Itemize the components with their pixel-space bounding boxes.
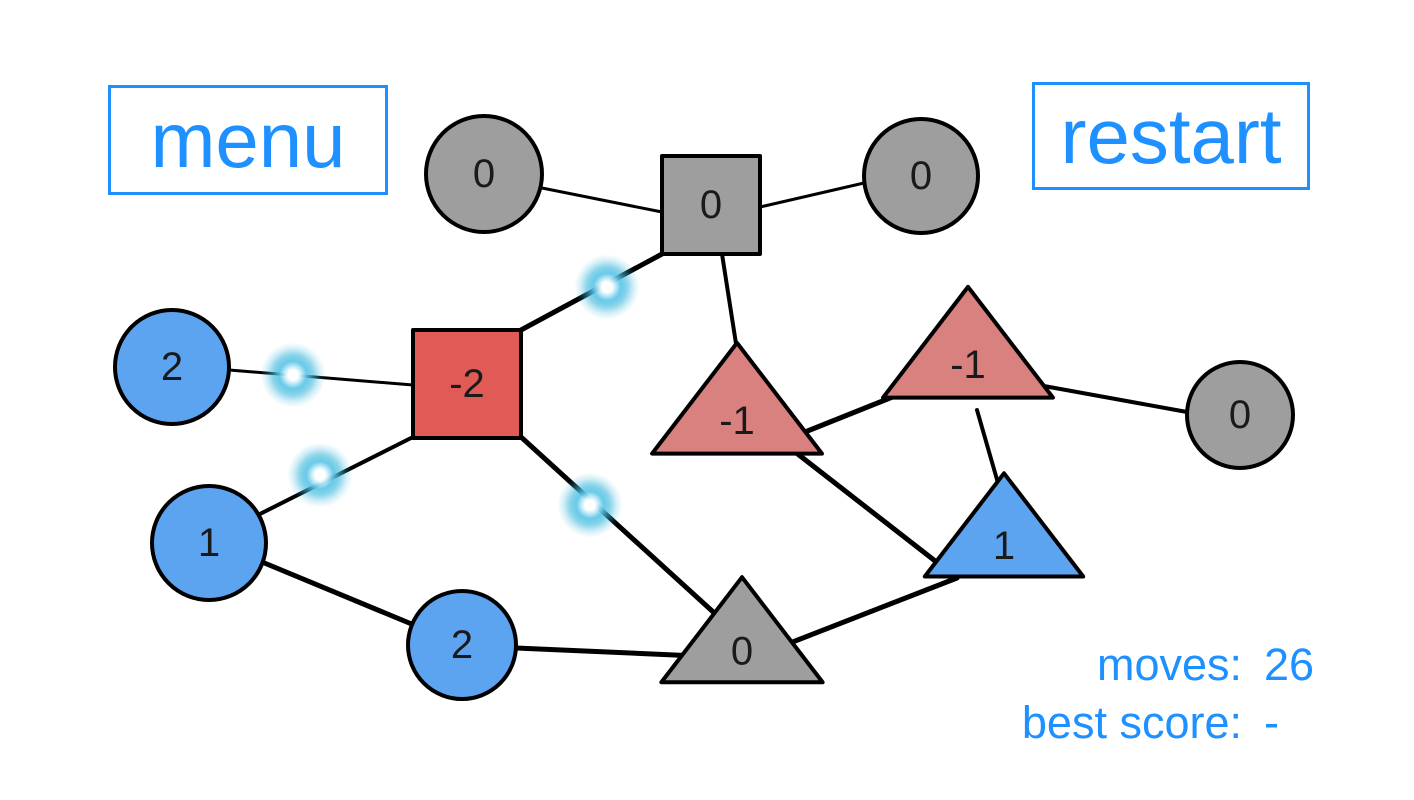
edge-n2-n6[interactable]: [720, 252, 739, 352]
node-shape-circle[interactable]: [424, 114, 544, 234]
edge-n2-n3[interactable]: [758, 181, 866, 209]
node-n6-triangle[interactable]: -1: [650, 340, 824, 456]
edge-n5-n12[interactable]: [518, 434, 725, 623]
node-n1-circle[interactable]: 0: [424, 114, 544, 234]
best-score-value: -: [1264, 696, 1279, 748]
node-shape-circle[interactable]: [862, 117, 980, 235]
edge-n9-n11[interactable]: [259, 559, 417, 628]
moves-label: moves:: [1096, 639, 1242, 690]
node-n9-circle[interactable]: 1: [150, 484, 268, 602]
glow-core-g2: [287, 369, 299, 381]
node-shape-circle[interactable]: [1185, 360, 1295, 470]
restart-button[interactable]: restart: [1032, 82, 1310, 190]
node-shape-triangle[interactable]: [659, 575, 825, 685]
edges-layer: [227, 181, 1189, 659]
edge-n12-n10[interactable]: [787, 575, 960, 646]
node-n12-triangle[interactable]: 0: [659, 575, 825, 685]
node-n7-triangle[interactable]: -1: [881, 284, 1055, 400]
node-shape-triangle[interactable]: [922, 471, 1086, 579]
node-n10-triangle[interactable]: 1: [922, 471, 1086, 579]
moves-value: 26: [1264, 639, 1315, 690]
moves-row: moves: 26: [1022, 636, 1336, 694]
node-shape-triangle[interactable]: [881, 284, 1055, 400]
node-n4-circle[interactable]: 2: [113, 308, 231, 426]
node-shape-square[interactable]: [660, 154, 762, 256]
node-shape-triangle[interactable]: [650, 340, 824, 456]
glow-core-g1: [601, 281, 613, 293]
best-score-label: best score:: [1021, 696, 1242, 748]
edge-n11-n12[interactable]: [513, 645, 700, 659]
node-n5-square[interactable]: -2: [411, 328, 523, 440]
best-score-row: best score: -: [1022, 694, 1336, 752]
node-shape-square[interactable]: [411, 328, 523, 440]
edge-n1-n2[interactable]: [540, 186, 664, 214]
node-n2-square[interactable]: 0: [660, 154, 762, 256]
node-shape-circle[interactable]: [113, 308, 231, 426]
node-n3-circle[interactable]: 0: [862, 117, 980, 235]
edge-n7-n8[interactable]: [1020, 380, 1189, 414]
glow-core-g4: [584, 499, 596, 511]
node-shape-circle[interactable]: [406, 589, 518, 701]
edge-n6-n10[interactable]: [787, 445, 960, 581]
node-shape-circle[interactable]: [150, 484, 268, 602]
node-n8-circle[interactable]: 0: [1185, 360, 1295, 470]
edge-n7-n10[interactable]: [975, 408, 1002, 492]
score-panel: moves: 26 best score: -: [1022, 636, 1336, 751]
glow-markers-layer: [260, 254, 640, 538]
glow-core-g3: [314, 469, 326, 481]
menu-button[interactable]: menu: [108, 85, 388, 195]
node-n11-circle[interactable]: 2: [406, 589, 518, 701]
